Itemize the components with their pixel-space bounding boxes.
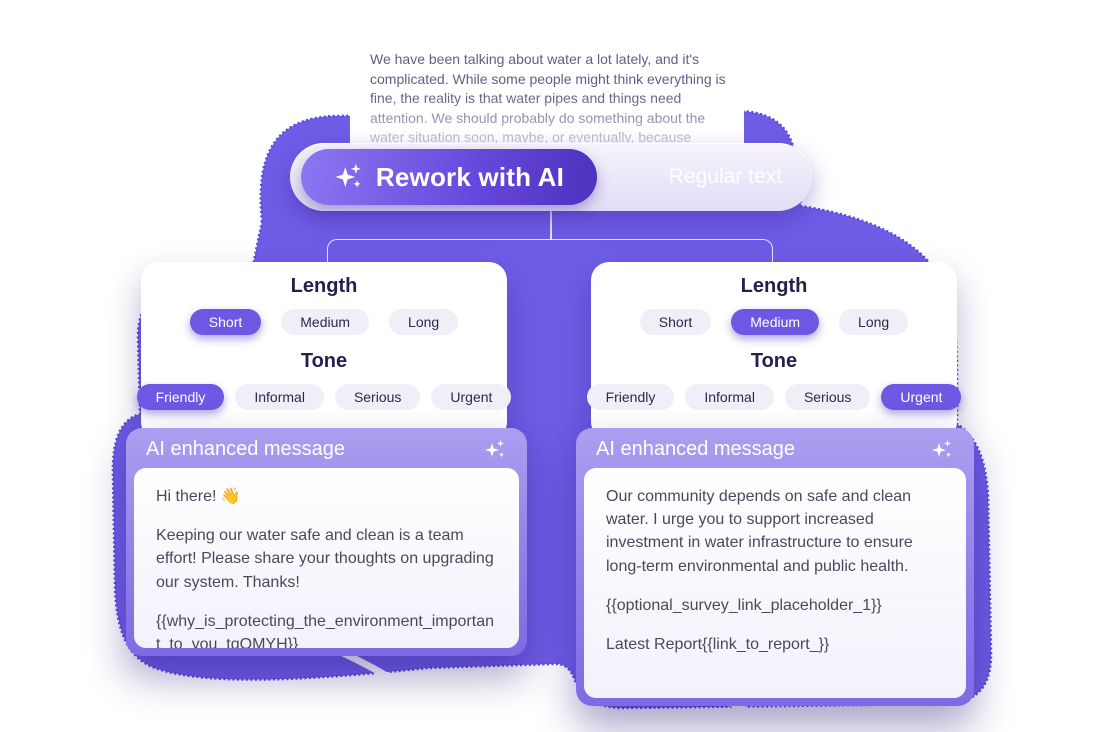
left-ai-message-panel: AI enhanced message Hi there! 👋 Keeping …: [126, 428, 527, 656]
message-paragraph: Hi there! 👋: [156, 488, 241, 505]
length-heading: Length: [290, 275, 358, 297]
original-text-card: We have been talking about water a lot l…: [350, 26, 744, 165]
message-placeholder-token: {{why_is_protecting_the_environment_impo…: [156, 612, 494, 648]
tone-option-urgent[interactable]: Urgent: [881, 384, 962, 410]
length-option-medium[interactable]: Medium: [281, 309, 370, 335]
tone-option-urgent[interactable]: Urgent: [431, 384, 512, 410]
message-placeholder-token: {{optional_survey_link_placeholder_1}}: [606, 596, 882, 614]
scribble-stroke-left: [333, 646, 456, 730]
message-paragraph: Our community depends on safe and clean …: [606, 488, 913, 575]
rework-with-ai-label: Rework with AI: [375, 161, 565, 192]
length-pill-row: Short Medium Long: [189, 309, 459, 335]
tone-option-friendly[interactable]: Friendly: [136, 384, 225, 410]
length-option-medium[interactable]: Medium: [731, 309, 820, 335]
length-option-short[interactable]: Short: [639, 309, 712, 335]
ai-enhanced-message-label: AI enhanced message: [596, 437, 796, 460]
length-option-long[interactable]: Long: [389, 309, 459, 335]
message-paragraph: Latest Report{{link_to_report_}}: [606, 635, 830, 653]
mode-toggle[interactable]: Rework with AI Regular text: [290, 143, 812, 211]
length-option-short[interactable]: Short: [189, 309, 262, 335]
tone-heading: Tone: [750, 350, 798, 372]
tone-option-informal[interactable]: Informal: [685, 384, 774, 410]
tone-option-informal[interactable]: Informal: [235, 384, 324, 410]
right-panel-header: AI enhanced message: [576, 428, 974, 468]
right-message-body: Our community depends on safe and clean …: [584, 468, 966, 698]
right-options-card: Length Short Medium Long Tone Friendly I…: [586, 262, 962, 440]
tone-heading: Tone: [300, 350, 348, 372]
right-ai-message-panel: AI enhanced message Our community depend…: [576, 428, 974, 706]
regular-text-button[interactable]: Regular text: [669, 143, 782, 211]
regular-text-label: Regular text: [668, 165, 782, 188]
connector-stem: [550, 211, 552, 240]
length-pill-row: Short Medium Long: [639, 309, 909, 335]
tone-pill-row: Friendly Informal Serious Urgent: [136, 384, 512, 410]
length-option-long[interactable]: Long: [839, 309, 909, 335]
message-paragraph: Keeping our water safe and clean is a te…: [156, 527, 494, 591]
sparkles-icon: [932, 440, 952, 458]
length-heading: Length: [740, 275, 808, 297]
sparkles-icon: [485, 440, 505, 458]
tone-pill-row: Friendly Informal Serious Urgent: [586, 384, 962, 410]
left-panel-header: AI enhanced message: [126, 428, 527, 468]
left-message-body: Hi there! 👋 Keeping our water safe and c…: [134, 468, 519, 648]
tone-option-serious[interactable]: Serious: [784, 384, 871, 410]
left-options-card: Length Short Medium Long Tone Friendly I…: [136, 262, 512, 440]
rework-with-ai-button[interactable]: Rework with AI: [301, 149, 597, 205]
tone-option-serious[interactable]: Serious: [334, 384, 421, 410]
tone-option-friendly[interactable]: Friendly: [586, 384, 675, 410]
connector-bracket: [327, 239, 773, 273]
sparkles-icon: [335, 163, 361, 188]
ai-enhanced-message-label: AI enhanced message: [146, 437, 346, 460]
